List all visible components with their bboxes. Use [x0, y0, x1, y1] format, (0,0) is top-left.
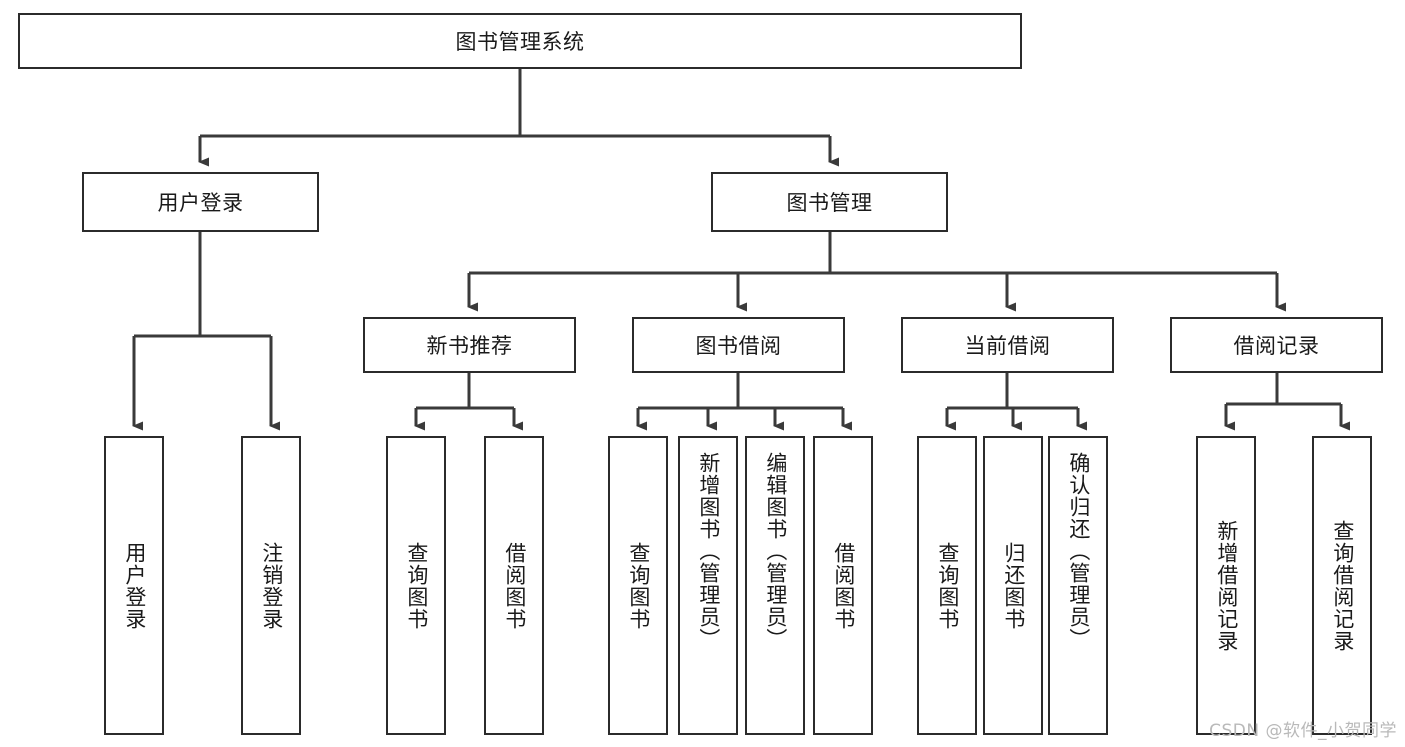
node-leaf-confirm-return[interactable]: 确认归还（管理员） [1048, 436, 1108, 735]
node-leaf-borrow-book-rec-label: 借阅图书 [502, 541, 527, 630]
node-leaf-add-book-label: 新增图书（管理员） [696, 452, 721, 650]
node-leaf-logout-label: 注销登录 [259, 541, 284, 630]
node-leaf-query-book-borrow[interactable]: 查询图书 [608, 436, 668, 735]
node-leaf-add-book[interactable]: 新增图书（管理员） [678, 436, 738, 735]
node-user-login[interactable]: 用户登录 [82, 172, 319, 232]
node-leaf-user-login-label: 用户登录 [122, 541, 147, 630]
node-leaf-query-record-label: 查询借阅记录 [1330, 519, 1355, 652]
node-leaf-logout[interactable]: 注销登录 [241, 436, 301, 735]
node-leaf-query-book-borrow-label: 查询图书 [626, 541, 651, 630]
node-leaf-borrow-book-rec[interactable]: 借阅图书 [484, 436, 544, 735]
node-new-book-rec-label: 新书推荐 [426, 334, 513, 358]
node-leaf-return-book[interactable]: 归还图书 [983, 436, 1043, 735]
node-leaf-add-record-label: 新增借阅记录 [1214, 519, 1239, 652]
node-leaf-edit-book-label: 编辑图书（管理员） [763, 452, 788, 650]
node-current-borrow-label: 当前借阅 [964, 334, 1051, 358]
node-borrow-record[interactable]: 借阅记录 [1170, 317, 1383, 373]
node-user-login-label: 用户登录 [157, 191, 244, 215]
node-leaf-return-book-label: 归还图书 [1001, 541, 1026, 630]
node-leaf-query-book-cur-label: 查询图书 [935, 541, 960, 630]
node-new-book-rec[interactable]: 新书推荐 [363, 317, 576, 373]
node-leaf-query-book-rec[interactable]: 查询图书 [386, 436, 446, 735]
node-book-manage-label: 图书管理 [786, 191, 873, 215]
node-leaf-query-book-rec-label: 查询图书 [404, 541, 429, 630]
node-book-borrow-label: 图书借阅 [695, 334, 782, 358]
node-borrow-record-label: 借阅记录 [1233, 334, 1320, 358]
watermark-text: CSDN @软件_小贺同学 [1209, 721, 1397, 741]
node-leaf-edit-book[interactable]: 编辑图书（管理员） [745, 436, 805, 735]
node-leaf-confirm-return-label: 确认归还（管理员） [1066, 452, 1091, 650]
node-root-label: 图书管理系统 [455, 30, 585, 54]
node-leaf-borrow-book-label: 借阅图书 [831, 541, 856, 630]
node-leaf-add-record[interactable]: 新增借阅记录 [1196, 436, 1256, 735]
node-leaf-user-login[interactable]: 用户登录 [104, 436, 164, 735]
node-root[interactable]: 图书管理系统 [18, 13, 1022, 69]
node-leaf-borrow-book[interactable]: 借阅图书 [813, 436, 873, 735]
node-book-manage[interactable]: 图书管理 [711, 172, 948, 232]
node-current-borrow[interactable]: 当前借阅 [901, 317, 1114, 373]
node-leaf-query-record[interactable]: 查询借阅记录 [1312, 436, 1372, 735]
node-book-borrow[interactable]: 图书借阅 [632, 317, 845, 373]
node-leaf-query-book-cur[interactable]: 查询图书 [917, 436, 977, 735]
